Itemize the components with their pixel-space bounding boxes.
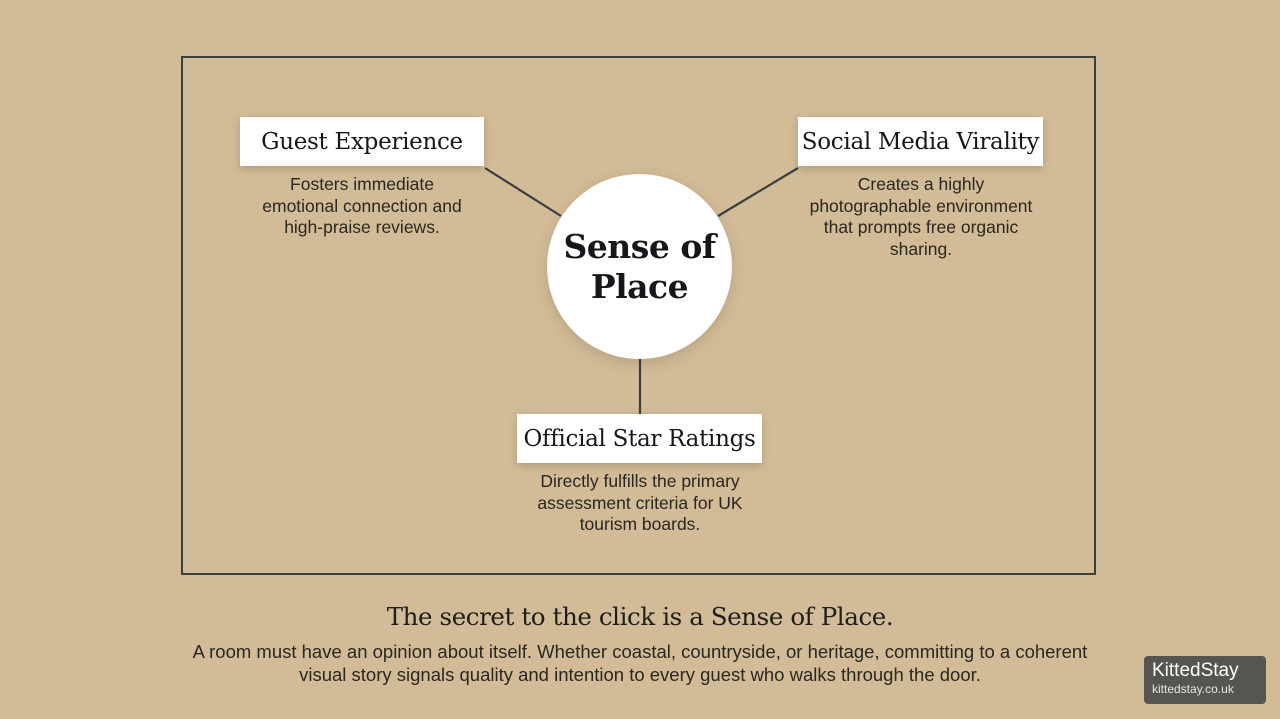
center-node-label: Sense of Place xyxy=(563,226,716,306)
node-guest-experience: Guest Experience xyxy=(240,117,484,166)
node-title: Guest Experience xyxy=(261,128,463,155)
node-title: Official Star Ratings xyxy=(523,425,756,452)
connector-social-media xyxy=(717,167,799,217)
diagram-frame xyxy=(181,56,1096,575)
watermark-badge: KittedStay kittedstay.co.uk xyxy=(1144,656,1266,704)
connector-guest-experience xyxy=(484,167,562,217)
node-description: Fosters immediate emotional connection a… xyxy=(262,174,462,237)
node-description: Directly fulfills the primary assessment… xyxy=(537,471,743,534)
node-social-media-virality: Social Media Virality xyxy=(798,117,1043,166)
node-title: Social Media Virality xyxy=(801,128,1040,155)
node-official-star-ratings: Official Star Ratings xyxy=(517,414,762,463)
watermark-url: kittedstay.co.uk xyxy=(1152,682,1234,696)
center-node: Sense of Place xyxy=(547,174,732,359)
caption-body: A room must have an opinion about itself… xyxy=(192,641,1088,685)
caption-title: The secret to the click is a Sense of Pl… xyxy=(386,602,894,631)
node-description: Creates a highly photographable environm… xyxy=(809,174,1033,259)
watermark-brand: KittedStay xyxy=(1152,660,1239,681)
